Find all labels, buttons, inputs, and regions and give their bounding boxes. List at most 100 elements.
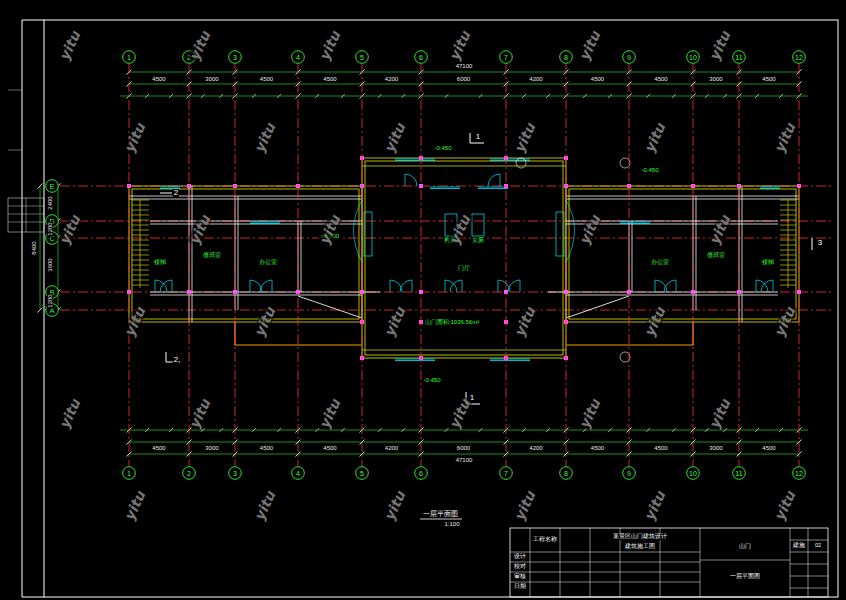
title-underline xyxy=(420,519,462,520)
window xyxy=(620,223,650,224)
hall-wall xyxy=(362,166,566,167)
window xyxy=(490,160,530,161)
axis-bubble: 1 xyxy=(122,50,136,64)
partition-wall xyxy=(150,292,362,293)
window xyxy=(395,359,435,360)
watermark: yitu xyxy=(707,27,733,62)
watermark: yitu xyxy=(382,119,408,154)
dimension-tick xyxy=(219,94,223,98)
room-label: -0.450 xyxy=(422,377,441,383)
watermark: yitu xyxy=(122,303,148,338)
title-block xyxy=(510,552,700,553)
fixture xyxy=(364,212,372,256)
title-block xyxy=(790,588,828,589)
title-block-text: 建筑施工图 xyxy=(624,544,656,550)
door-swing xyxy=(450,280,462,292)
dimension-tick xyxy=(546,94,550,98)
bubble-circle xyxy=(793,467,806,480)
dimension-text: 4500 xyxy=(151,445,166,451)
bubble-circle xyxy=(733,467,746,480)
axis-bubble: 10 xyxy=(686,466,700,480)
axis-number: 7 xyxy=(504,470,508,477)
dimension-tick xyxy=(445,428,449,432)
dimension-text: 47100 xyxy=(455,457,474,463)
window xyxy=(490,360,530,361)
dimension-tick xyxy=(169,428,173,432)
wing-wall xyxy=(569,189,796,319)
dimension-text: 3000 xyxy=(708,76,723,82)
stair-tread xyxy=(132,275,149,276)
partition-wall xyxy=(129,199,362,200)
title-block xyxy=(790,564,828,565)
window xyxy=(760,187,780,188)
index-symbol xyxy=(620,352,630,362)
title-block-text: 某景区山门建筑设计 xyxy=(612,534,668,540)
axis-line xyxy=(799,64,800,466)
bubble-circle xyxy=(183,467,196,480)
axis-line xyxy=(189,64,190,466)
axis-number: 6 xyxy=(419,54,423,61)
title-block-text: 日期 xyxy=(513,584,527,590)
watermark: yitu xyxy=(122,119,148,154)
dimension-tick xyxy=(672,94,676,98)
axis-line xyxy=(129,64,130,466)
partition-wall xyxy=(566,292,778,293)
axis-line xyxy=(362,64,363,466)
partition-wall xyxy=(129,196,362,197)
dimension-tick xyxy=(608,428,612,432)
axis-bubble: 8 xyxy=(559,50,573,64)
bubble-circle xyxy=(292,467,305,480)
bubble-circle xyxy=(500,51,513,64)
room-label: 楼梯 xyxy=(153,259,167,265)
title-block-text: 山门 xyxy=(738,544,752,550)
axis-bubble: 9 xyxy=(622,50,636,64)
partition-wall xyxy=(566,196,799,197)
axis-number: E xyxy=(50,183,55,190)
axis-number: 6 xyxy=(419,470,423,477)
watermark: yitu xyxy=(512,303,538,338)
dimension-text: 4500 xyxy=(590,76,605,82)
hall-wall xyxy=(365,161,563,355)
step-outline xyxy=(566,322,693,345)
sheet-frame xyxy=(44,20,838,597)
axis-bubble: 2 xyxy=(182,466,196,480)
dimension-line xyxy=(129,72,799,73)
watermark: yitu xyxy=(577,27,603,62)
dimension-tick xyxy=(277,428,281,432)
dimension-tick xyxy=(723,94,727,98)
dimension-tick xyxy=(38,184,43,189)
partition-wall xyxy=(696,196,697,310)
bubble-circle xyxy=(415,467,428,480)
bubble-circle xyxy=(123,467,136,480)
dimension-tick xyxy=(522,94,526,98)
axis-line xyxy=(739,64,740,466)
dimension-text: 3000 xyxy=(204,76,219,82)
title-block-text: 一层平面图 xyxy=(729,574,761,580)
axis-number: 1 xyxy=(127,54,131,61)
room-label: -0.450 xyxy=(433,145,452,151)
watermark: yitu xyxy=(642,487,668,522)
watermark: yitu xyxy=(252,303,278,338)
door-swing xyxy=(400,280,412,292)
watermark: yitu xyxy=(382,303,408,338)
dimension-text: 4500 xyxy=(259,76,274,82)
watermark: yitu xyxy=(707,395,733,430)
axis-line xyxy=(298,64,299,466)
window xyxy=(430,188,460,189)
title-block-text: 02 xyxy=(814,543,822,549)
dimension-tick xyxy=(145,94,149,98)
axis-number: 8 xyxy=(564,54,568,61)
stair-tread xyxy=(132,280,149,281)
dimension-tick xyxy=(219,428,223,432)
partition-wall xyxy=(150,295,362,296)
axis-bubble: 6 xyxy=(414,466,428,480)
watermark: yitu xyxy=(512,487,538,522)
watermark: yitu xyxy=(187,27,213,62)
bubble-circle xyxy=(560,467,573,480)
axis-bubble: E xyxy=(45,179,59,193)
axis-bubble: 5 xyxy=(355,466,369,480)
bubble-circle xyxy=(687,467,700,480)
partition-wall xyxy=(566,295,778,296)
stair-tread xyxy=(132,240,149,241)
